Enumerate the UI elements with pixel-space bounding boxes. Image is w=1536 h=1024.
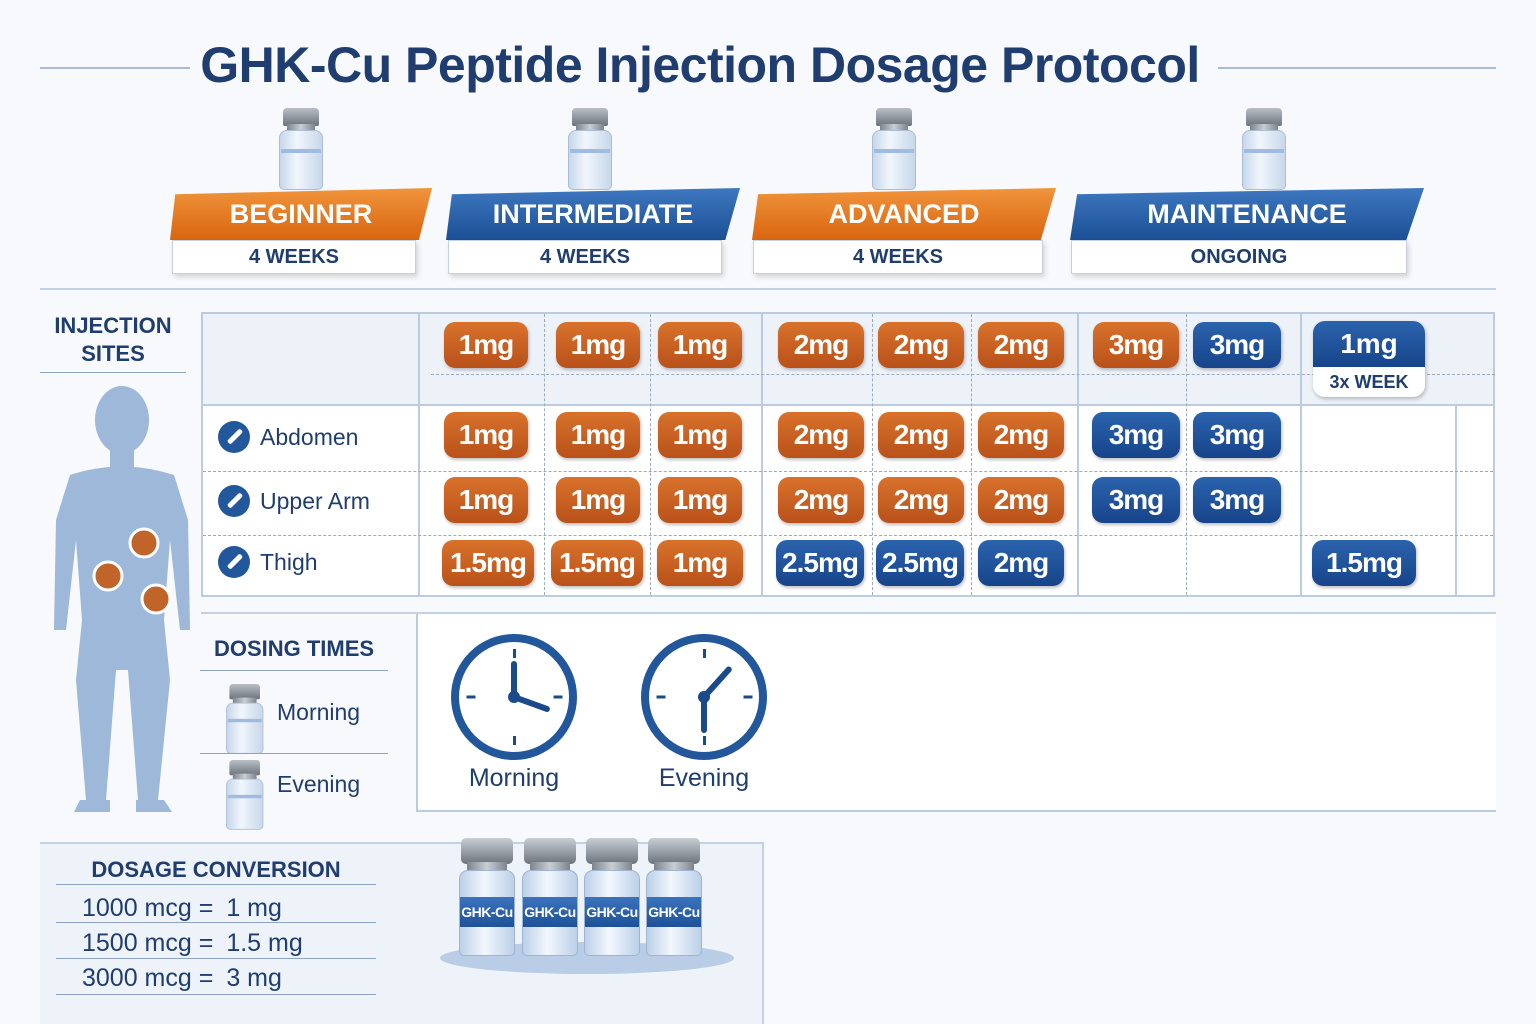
phase-duration: ONGOING bbox=[1071, 240, 1407, 274]
divider bbox=[200, 753, 388, 754]
phase-duration: 4 WEEKS bbox=[753, 240, 1043, 274]
grid-dash bbox=[431, 374, 1495, 375]
ghk-cu-vial-icon: GHK-Cu bbox=[584, 838, 640, 956]
title-rule-left bbox=[40, 67, 190, 69]
dose-pill: 1mg bbox=[444, 477, 528, 523]
conversion-row: 1000 mcg = 1 mg bbox=[82, 894, 282, 922]
phase-label: ADVANCED bbox=[752, 188, 1056, 240]
grid-dash bbox=[203, 535, 1493, 536]
dose-pill: 1mg bbox=[657, 540, 743, 586]
dose-pill: 1mg bbox=[658, 322, 742, 368]
body-figure-icon bbox=[54, 386, 190, 812]
divider bbox=[200, 670, 388, 671]
phase-label: MAINTENANCE bbox=[1070, 188, 1424, 240]
dosage-conversion-title: DOSAGE CONVERSION bbox=[91, 857, 341, 882]
syringe-icon bbox=[218, 546, 250, 578]
divider bbox=[201, 612, 1496, 614]
grid-divider bbox=[1300, 314, 1302, 595]
dose-pill: 1mg bbox=[556, 477, 640, 523]
site-abdomen: Abdomen bbox=[218, 421, 358, 453]
vial-icon bbox=[226, 684, 264, 754]
dose-pill: 3mg bbox=[1093, 322, 1179, 368]
dosing-times-title: DOSING TIMES bbox=[213, 636, 375, 661]
clock-panel bbox=[416, 614, 1496, 812]
ghk-cu-vial-icon: GHK-Cu bbox=[459, 838, 515, 956]
vial-icon bbox=[1242, 108, 1286, 190]
divider bbox=[40, 288, 1496, 290]
dosing-time-evening: Evening bbox=[277, 771, 361, 797]
dose-pill: 2mg bbox=[978, 322, 1064, 368]
dose-pill: 1mg bbox=[444, 322, 528, 368]
dose-pill: 1mg bbox=[658, 412, 742, 458]
dose-pill: 1.5mg bbox=[1312, 540, 1416, 586]
vial-icon bbox=[226, 760, 264, 830]
phase-duration: 4 WEEKS bbox=[448, 240, 722, 274]
dose-pill: 2.5mg bbox=[776, 540, 864, 586]
site-upper-arm: Upper Arm bbox=[218, 485, 370, 517]
title-rule-right bbox=[1218, 67, 1496, 69]
morning-clock-icon bbox=[451, 634, 577, 760]
grid-divider bbox=[1455, 406, 1457, 595]
evening-clock-icon bbox=[641, 634, 767, 760]
dose-pill: 3mg bbox=[1193, 412, 1281, 458]
dose-pill: 2mg bbox=[778, 322, 864, 368]
maintenance-dose-card: 1mg 3x WEEK bbox=[1313, 321, 1425, 397]
vial-icon bbox=[568, 108, 612, 190]
dosing-time-morning: Morning bbox=[277, 699, 361, 725]
grid-divider bbox=[418, 314, 420, 595]
grid-dash bbox=[971, 314, 972, 595]
injection-sites-title: INJECTION SITES bbox=[54, 313, 172, 366]
grid-dash bbox=[872, 314, 873, 595]
syringe-icon bbox=[218, 485, 250, 517]
divider bbox=[56, 958, 376, 959]
dose-pill: 2mg bbox=[878, 412, 964, 458]
dose-pill: 2.5mg bbox=[876, 540, 964, 586]
vial-icon bbox=[872, 108, 916, 190]
grid-divider bbox=[761, 314, 763, 595]
phase-label: INTERMEDIATE bbox=[446, 188, 740, 240]
divider bbox=[56, 994, 376, 995]
dose-pill: 1.5mg bbox=[442, 540, 534, 586]
grid-dash bbox=[1186, 314, 1187, 595]
evening-clock-label: Evening bbox=[658, 764, 750, 792]
maintenance-frequency: 3x WEEK bbox=[1329, 371, 1409, 392]
site-thigh: Thigh bbox=[218, 546, 318, 578]
dose-pill: 1mg bbox=[444, 412, 528, 458]
divider bbox=[56, 884, 376, 885]
phase-duration: 4 WEEKS bbox=[172, 240, 416, 274]
morning-clock-label: Morning bbox=[468, 764, 560, 792]
dose-pill: 2mg bbox=[878, 477, 964, 523]
dose-pill: 2mg bbox=[778, 477, 864, 523]
dose-pill: 3mg bbox=[1092, 477, 1180, 523]
dose-pill: 3mg bbox=[1092, 412, 1180, 458]
dosage-conversion-panel bbox=[40, 842, 764, 1024]
dose-pill: 1mg bbox=[556, 412, 640, 458]
divider bbox=[56, 922, 376, 923]
page-title: GHK-Cu Peptide Injection Dosage Protocol bbox=[200, 37, 1200, 93]
grid-dash bbox=[203, 471, 1493, 472]
dose-pill: 2mg bbox=[978, 477, 1064, 523]
grid-divider bbox=[1077, 314, 1079, 595]
dose-pill: 2mg bbox=[778, 412, 864, 458]
ghk-cu-vial-icon: GHK-Cu bbox=[522, 838, 578, 956]
grid-dash bbox=[544, 314, 545, 595]
dose-pill: 2mg bbox=[978, 540, 1064, 586]
conversion-row: 3000 mcg = 3 mg bbox=[82, 964, 282, 992]
vial-icon bbox=[279, 108, 323, 190]
dose-pill: 1mg bbox=[556, 322, 640, 368]
dose-pill: 1.5mg bbox=[551, 540, 643, 586]
dose-pill: 3mg bbox=[1193, 477, 1281, 523]
dose-pill: 1mg bbox=[658, 477, 742, 523]
maintenance-dose: 1mg bbox=[1313, 321, 1425, 367]
ghk-cu-vial-icon: GHK-Cu bbox=[646, 838, 702, 956]
dose-pill: 2mg bbox=[878, 322, 964, 368]
syringe-icon bbox=[218, 421, 250, 453]
phase-label: BEGINNER bbox=[170, 188, 432, 240]
grid-dash bbox=[650, 314, 651, 595]
dose-pill: 2mg bbox=[978, 412, 1064, 458]
dose-pill: 3mg bbox=[1193, 322, 1281, 368]
divider bbox=[40, 372, 186, 373]
conversion-row: 1500 mcg = 1.5 mg bbox=[82, 929, 303, 957]
